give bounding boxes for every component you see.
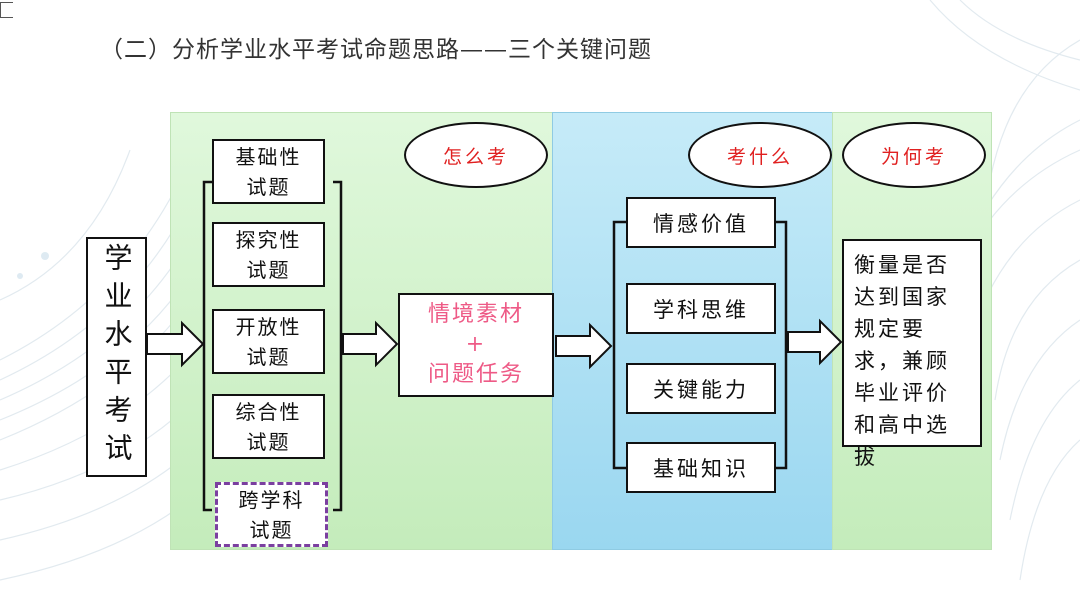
plus-sign: +: [465, 332, 487, 357]
page-title: （二）分析学业水平考试命题思路——三个关键问题: [100, 37, 652, 63]
corner-marker: [0, 2, 13, 18]
academic-exam-label: 学业水平考试: [100, 243, 134, 471]
question-type-line1: 跨学科: [238, 487, 305, 512]
question-type-line1: 探究性: [235, 227, 302, 252]
aspect-label: 关键能力: [653, 377, 749, 402]
aspect-label: 基础知识: [653, 456, 749, 481]
oval-what-label: 考什么: [726, 145, 793, 168]
aspect-key-abilities: 关键能力: [626, 363, 776, 414]
purpose-box: 衡量是否达到国家规定要求，兼顾毕业评价和高中选拔: [842, 239, 982, 469]
question-type-line1: 基础性: [235, 144, 302, 169]
oval-why-test: 为何考: [842, 122, 986, 188]
oval-how-to-test: 怎么考: [404, 122, 548, 188]
question-type-line2: 试题: [246, 344, 291, 369]
question-type-inquiry: 探究性 试题: [212, 222, 325, 287]
oval-how-label: 怎么考: [442, 145, 509, 168]
question-type-line2: 试题: [246, 174, 291, 199]
question-type-open: 开放性 试题: [212, 309, 325, 374]
aspect-label: 学科思维: [653, 297, 749, 322]
aspect-emotional-values: 情感价值: [626, 197, 776, 248]
aspect-label: 情感价值: [653, 211, 749, 236]
question-type-line1: 开放性: [235, 314, 302, 339]
question-type-line2: 试题: [246, 257, 291, 282]
academic-exam-box: 学业水平考试: [86, 237, 147, 477]
problem-task-label: 问题任务: [427, 362, 524, 387]
context-material-label: 情境素材: [427, 302, 524, 327]
oval-why-label: 为何考: [880, 145, 947, 168]
question-type-line2: 试题: [246, 429, 291, 454]
question-type-line1: 综合性: [235, 399, 302, 424]
context-task-box: 情境素材 + 问题任务: [398, 293, 554, 397]
question-type-basic: 基础性 试题: [212, 139, 325, 204]
purpose-text: 衡量是否达到国家规定要求，兼顾毕业评价和高中选拔: [854, 253, 950, 469]
question-type-interdisciplinary: 跨学科 试题: [215, 482, 328, 547]
aspect-basic-knowledge: 基础知识: [626, 442, 776, 493]
aspect-subject-thinking: 学科思维: [626, 283, 776, 334]
oval-what-to-test: 考什么: [688, 122, 832, 188]
question-type-comprehensive: 综合性 试题: [212, 394, 325, 459]
question-type-line2: 试题: [249, 517, 294, 542]
